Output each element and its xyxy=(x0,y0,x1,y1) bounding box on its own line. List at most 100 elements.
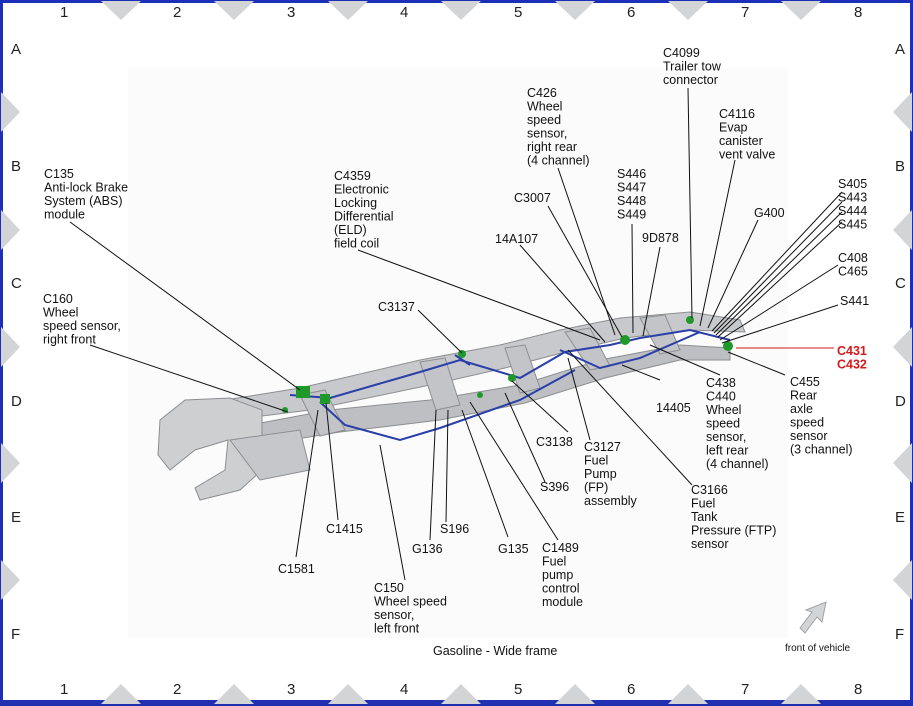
grid-tick-marker xyxy=(1,210,20,250)
callout-line: S449 xyxy=(617,208,646,222)
grid-tick-marker xyxy=(668,1,708,20)
callout-line: Fuel xyxy=(584,454,608,468)
callout-line: S448 xyxy=(617,194,646,208)
callout-line: System (ABS) xyxy=(44,194,123,208)
grid-tick-marker xyxy=(893,92,912,132)
callout-line: 14A107 xyxy=(495,232,538,246)
grid-tick-marker xyxy=(781,1,821,20)
grid-column-label: 1 xyxy=(60,4,68,21)
callout-line: canister xyxy=(719,134,763,148)
connector-c135 xyxy=(296,386,310,398)
callout-line: Wheel xyxy=(43,306,78,320)
callout-line: right front xyxy=(43,333,96,347)
grid-row-label: C xyxy=(895,275,906,292)
callout-c3007: C3007 xyxy=(514,191,551,205)
callout-line: C4359 xyxy=(334,169,371,183)
callout-line: field coil xyxy=(334,237,379,251)
grid-tick-marker xyxy=(893,560,912,600)
callout-line: vent valve xyxy=(719,148,775,162)
callout-g136: G136 xyxy=(412,542,443,556)
grid-tick-marker xyxy=(101,1,141,20)
callout-line: 9D878 xyxy=(642,231,679,245)
grid-column-label: 5 xyxy=(514,4,522,21)
grid-tick-marker xyxy=(1,443,20,483)
callout-line: (3 channel) xyxy=(790,443,853,457)
callout-line: module xyxy=(542,595,583,609)
front-of-vehicle-indicator: front of vehicle xyxy=(785,601,850,654)
grid-tick-marker xyxy=(328,1,368,20)
callout-s441: S441 xyxy=(840,294,869,308)
callout-line: Fuel xyxy=(691,497,715,511)
callout-line: Evap xyxy=(719,121,748,135)
diagram-caption: Gasoline - Wide frame xyxy=(433,644,557,658)
grid-tick-marker xyxy=(893,210,912,250)
callout-line: Wheel xyxy=(706,403,741,417)
grid-tick-marker xyxy=(893,443,912,483)
grid-tick-marker xyxy=(1,92,20,132)
callout-line: C160 xyxy=(43,292,73,306)
callout-line: Pump xyxy=(584,467,617,481)
callout-line: S445 xyxy=(838,218,867,232)
frame-rail-right xyxy=(224,311,746,421)
grid-column-label: 7 xyxy=(741,681,749,698)
callout-line: sensor, xyxy=(527,127,567,141)
harness-main xyxy=(289,328,731,400)
callout-line: C135 xyxy=(44,167,74,181)
callout-line: S444 xyxy=(838,204,867,218)
callout-line: module xyxy=(44,208,85,222)
callout-line: C4099 xyxy=(663,46,700,60)
grid-tick-marker xyxy=(555,684,595,704)
callout-line: C408 xyxy=(838,251,868,265)
harness-rear xyxy=(559,331,701,370)
callout-line: Electronic xyxy=(334,183,389,197)
callout-line: C3137 xyxy=(378,300,415,314)
callout-line: C4116 xyxy=(719,107,755,121)
callout-line: 14405 xyxy=(656,401,691,415)
callout-n14405: 14405 xyxy=(656,401,691,415)
callout-line: speed sensor, xyxy=(43,319,121,333)
harness-branch xyxy=(454,354,471,366)
callout-line: S446 xyxy=(617,167,646,181)
callout-line: sensor xyxy=(790,429,828,443)
front-of-vehicle-note: front of vehicle xyxy=(785,643,850,654)
connector-c3137 xyxy=(458,350,466,358)
callout-line: (FP) xyxy=(584,481,608,495)
chassis-frame xyxy=(157,311,746,501)
grid-row-label: F xyxy=(11,626,20,643)
grid-column-label: 4 xyxy=(400,4,408,21)
grid-tick-marker xyxy=(214,684,254,704)
callout-line: Wheel xyxy=(527,100,562,114)
callout-line: S447 xyxy=(617,181,646,195)
grid-tick-marker xyxy=(214,1,254,20)
callout-line: control xyxy=(542,582,580,596)
grid-tick-marker xyxy=(1,327,20,367)
callout-line: C438 xyxy=(706,376,736,390)
callout-line: left front xyxy=(374,622,420,636)
harness-left xyxy=(319,369,576,442)
grid-row-label: C xyxy=(11,275,22,292)
callout-n9d878: 9D878 xyxy=(642,231,679,245)
callout-line: G400 xyxy=(754,206,785,220)
callout-line: Wheel speed xyxy=(374,595,447,609)
grid-row-label: E xyxy=(895,509,905,526)
grid-tick-marker xyxy=(781,684,821,704)
cross-member xyxy=(419,357,461,411)
callout-line: G135 xyxy=(498,542,529,556)
callout-line: speed xyxy=(706,417,740,431)
connector-c4099 xyxy=(686,316,694,324)
connector-c1415 xyxy=(320,394,330,404)
frame-rail-left xyxy=(249,344,731,446)
